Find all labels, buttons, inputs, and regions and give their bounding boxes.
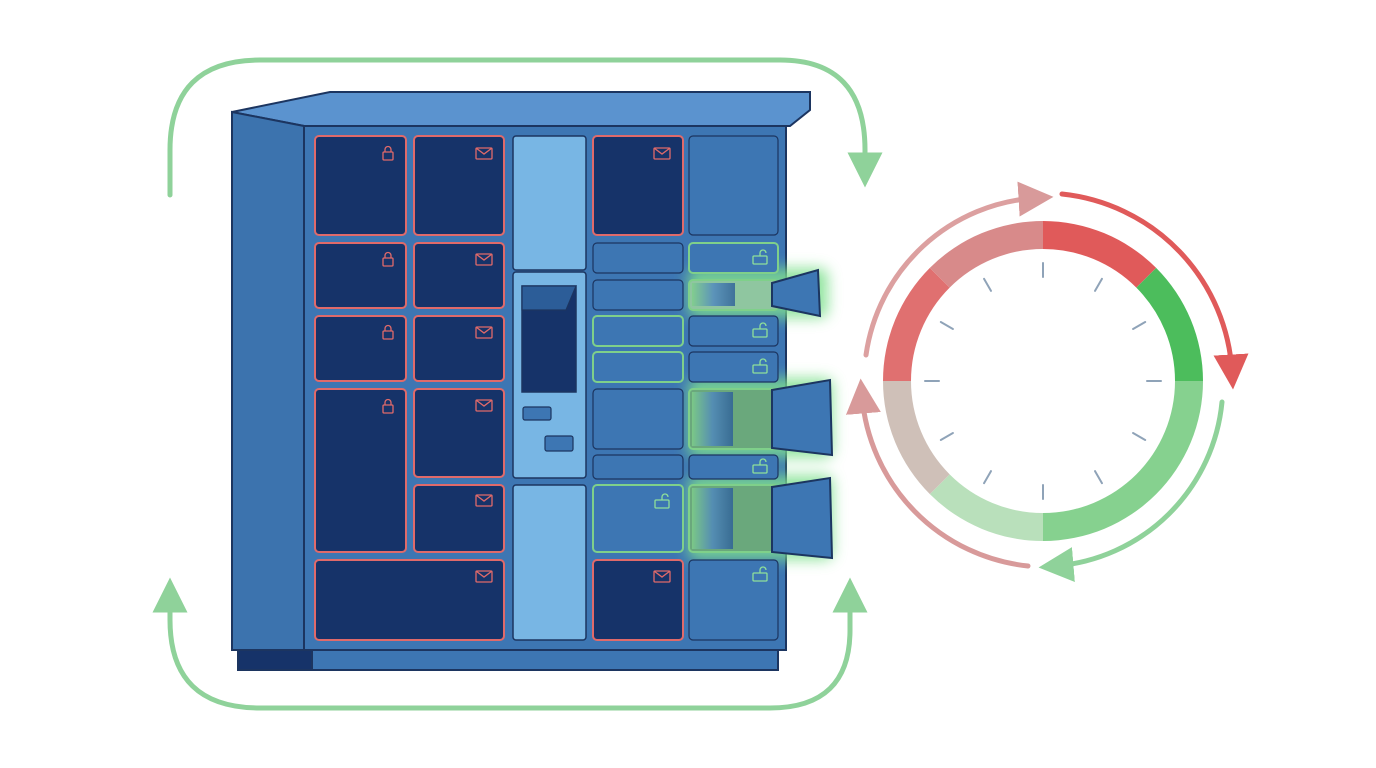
envelope-icon [475, 253, 493, 266]
compartment-l4 [413, 242, 505, 309]
envelope-icon [475, 570, 493, 583]
locker-cabinet [231, 91, 834, 671]
timer-segment-7 [929, 220, 1043, 288]
compartment-l2 [413, 135, 505, 236]
kiosk-upper-panel [512, 135, 587, 271]
compartment-r5 [592, 279, 684, 311]
timer-tick-12 [983, 277, 992, 292]
timer-arrow-top-left [863, 181, 1054, 358]
envelope-icon [653, 570, 671, 583]
compartment-l8 [413, 388, 505, 478]
cycle-arrow-top [167, 57, 883, 198]
compartment-r3 [592, 242, 684, 274]
timer-segment-1 [1043, 221, 1157, 288]
compartment-l3 [314, 242, 407, 309]
right-compartment-column [592, 135, 779, 641]
open-door-upper [771, 268, 822, 318]
envelope-icon [475, 399, 493, 412]
lock-icon [382, 398, 394, 414]
compartment-l6 [413, 315, 505, 382]
timer-ticks [924, 262, 1162, 500]
compartment-r18 [688, 559, 779, 641]
lock-icon [382, 251, 394, 267]
compartment-r15 [592, 484, 684, 553]
envelope-icon [653, 147, 671, 160]
timer-segment-5 [883, 381, 950, 495]
compartment-l1 [314, 135, 407, 236]
timer-tick-9 [939, 432, 954, 441]
timer-tick-2 [1094, 277, 1103, 292]
compartment-r4 [688, 242, 779, 274]
compartment-r10 [688, 351, 779, 383]
open-door-lower [771, 476, 834, 560]
locker-roof [231, 91, 811, 127]
compartment-l7 [314, 388, 407, 553]
kiosk-lower-panel [512, 484, 587, 641]
lock-icon [382, 324, 394, 340]
unlock-icon [752, 249, 768, 265]
open-doors [771, 268, 834, 560]
timer-segment-6 [883, 267, 950, 381]
timer-segment-2 [1136, 267, 1203, 381]
timer-arrow-bottom-left [845, 378, 1031, 569]
timer-dial [883, 220, 1203, 541]
locker-side-panel [231, 110, 305, 651]
left-compartment-column [314, 135, 505, 641]
timer-tick-6 [1094, 470, 1103, 485]
timer-tick-3 [1132, 321, 1147, 330]
timer-ring-segments [883, 220, 1203, 541]
timer-arrow-bottom-right [1038, 399, 1225, 582]
kiosk-screen-hood [521, 285, 577, 311]
envelope-icon [475, 147, 493, 160]
kiosk-column [512, 135, 587, 641]
unlock-icon [752, 566, 768, 582]
locker-base [311, 649, 779, 671]
timer-tick-11 [939, 321, 954, 330]
compartment-l10 [314, 559, 505, 641]
cycle-arrow-bottom-right [557, 577, 868, 711]
timer-segment-4 [929, 474, 1043, 541]
kiosk-button-small [522, 406, 552, 421]
compartment-r1 [592, 135, 684, 236]
unlock-icon [654, 493, 670, 509]
open-compartment-interiors [692, 283, 735, 549]
timer-tick-5 [1132, 432, 1147, 441]
left-compartment-icons [382, 145, 493, 583]
compartment-r13 [592, 454, 684, 480]
unlock-icon [752, 358, 768, 374]
locker-base-side [237, 649, 315, 671]
unlock-icon [752, 322, 768, 338]
envelope-icon [475, 326, 493, 339]
open-door-middle [771, 378, 834, 457]
compartment-l9 [413, 484, 505, 553]
compartment-r17 [592, 559, 684, 641]
timer-arrows [845, 181, 1249, 582]
unlock-icon [752, 458, 768, 474]
right-compartment-icons [653, 147, 768, 583]
compartment-r2 [688, 135, 779, 236]
envelope-icon [475, 494, 493, 507]
compartment-l5 [314, 315, 407, 382]
compartment-r8 [688, 315, 779, 347]
timer-segment-3 [1043, 381, 1203, 541]
timer-tick-8 [983, 470, 992, 485]
cycle-arrow-bottom-left [152, 577, 563, 711]
lock-icon [382, 145, 394, 161]
timer-arrow-top-right [1059, 191, 1249, 390]
kiosk-button-card-slot [544, 435, 574, 452]
timer-face [911, 249, 1175, 513]
compartment-r11 [592, 388, 684, 450]
compartment-r7 [592, 315, 684, 347]
cycle-arrows [152, 57, 883, 711]
compartment-r9 [592, 351, 684, 383]
